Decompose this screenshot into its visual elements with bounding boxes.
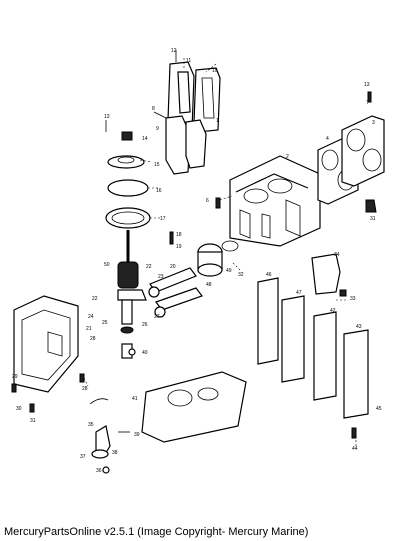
callout-38: 38 <box>112 450 118 456</box>
callout-39: 39 <box>134 432 140 438</box>
callout-13: 13 <box>104 114 110 120</box>
callout-7: 7 <box>366 100 369 106</box>
exhaust-cover-plates <box>257 253 369 439</box>
callout-44: 44 <box>352 446 358 452</box>
callout-33: 33 <box>350 296 356 302</box>
callout-13b: 13 <box>364 82 370 88</box>
callout-2: 2 <box>286 154 289 160</box>
callout-47: 47 <box>296 290 302 296</box>
callout-45: 45 <box>376 406 382 412</box>
callout-30: 30 <box>16 406 22 412</box>
callout-1: 1 <box>216 118 219 124</box>
callout-17: 17 <box>160 216 166 222</box>
callout-28b: 28 <box>82 386 88 392</box>
crankshaft <box>117 230 147 359</box>
callout-8: 8 <box>152 106 155 112</box>
callout-46: 46 <box>266 272 272 278</box>
callout-32: 32 <box>238 272 244 278</box>
callout-23: 23 <box>158 274 164 280</box>
flywheel-stack <box>105 120 174 245</box>
callout-35: 35 <box>88 422 94 428</box>
callout-10: 10 <box>212 68 218 74</box>
callout-15: 15 <box>154 162 160 168</box>
connecting-rods <box>148 267 203 318</box>
piston <box>197 240 239 277</box>
callout-24: 24 <box>88 314 94 320</box>
callout-50: 50 <box>104 262 110 268</box>
callout-11: 11 <box>186 58 191 64</box>
callout-26: 26 <box>142 322 148 328</box>
callout-31: 31 <box>370 216 376 222</box>
callout-27: 27 <box>154 314 160 320</box>
callout-3: 3 <box>372 120 375 126</box>
callout-41: 41 <box>132 396 138 402</box>
copyright-caption: MercuryPartsOnline v2.5.1 (Image Copyrig… <box>4 526 309 538</box>
callout-12: 12 <box>171 48 177 54</box>
callout-36: 36 <box>96 468 102 474</box>
callout-18: 18 <box>176 232 182 238</box>
callout-6: 6 <box>206 198 209 204</box>
callout-labels: 12 11 10 13 1 8 9 13 14 15 16 7 6 4 3 2 … <box>12 48 382 474</box>
callout-42: 42 <box>330 308 336 314</box>
left-side-housing <box>11 295 85 413</box>
callout-19: 19 <box>176 244 182 250</box>
callout-22b: 22 <box>92 296 98 302</box>
callout-28: 28 <box>90 336 96 342</box>
callout-20: 20 <box>170 264 176 270</box>
cylinder-head-gaskets <box>317 91 385 213</box>
callout-4: 4 <box>326 136 329 142</box>
callout-34: 34 <box>334 252 340 258</box>
callout-21: 21 <box>86 326 92 332</box>
leader-lines <box>83 58 357 448</box>
callout-40: 40 <box>142 350 148 356</box>
exploded-parts-diagram: 12 11 10 13 1 8 9 13 14 15 16 7 6 4 3 2 … <box>11 48 385 474</box>
callout-43: 43 <box>356 324 362 330</box>
callout-37: 37 <box>80 454 86 460</box>
callout-25: 25 <box>102 320 108 326</box>
callout-49: 49 <box>226 268 232 274</box>
lower-block-gasket <box>141 371 247 443</box>
callout-48: 48 <box>206 282 212 288</box>
linkage-assembly <box>89 398 130 474</box>
callout-9: 9 <box>156 126 159 132</box>
callout-31b: 31 <box>30 418 36 424</box>
transfer-port-cover-group <box>153 50 221 175</box>
callout-14: 14 <box>142 136 148 142</box>
callout-16: 16 <box>156 188 162 194</box>
callout-29: 29 <box>12 374 18 380</box>
cylinder-block <box>215 155 321 247</box>
callout-22: 22 <box>146 264 152 270</box>
